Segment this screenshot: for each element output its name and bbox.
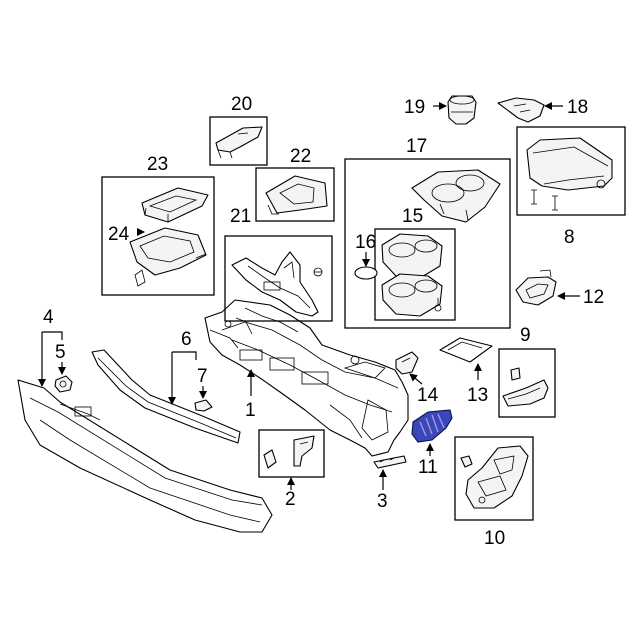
callout-4: 4: [43, 307, 54, 328]
callout-14: 14: [417, 385, 439, 406]
callout-6: 6: [181, 329, 192, 350]
callout-2: 2: [285, 489, 296, 510]
bezel-part-10[interactable]: [460, 445, 529, 509]
bracket-part-3[interactable]: [373, 455, 407, 469]
leader-lines: [38, 102, 580, 490]
shifter-surround-part-21[interactable]: [231, 251, 323, 317]
callout-7: 7: [197, 366, 208, 387]
callout-18: 18: [567, 97, 588, 118]
clip-part-7[interactable]: [194, 399, 213, 412]
storage-tray-part-23[interactable]: [141, 187, 209, 223]
box-part-10: [454, 436, 534, 521]
bracket-part-18[interactable]: [497, 97, 545, 123]
switch-part-14[interactable]: [395, 351, 419, 375]
callout-22: 22: [290, 146, 311, 167]
callout-9: 9: [520, 325, 531, 346]
callout-24: 24: [108, 224, 130, 245]
clip-part-5[interactable]: [54, 375, 73, 393]
callout-21: 21: [230, 206, 251, 227]
tray-part-12[interactable]: [515, 269, 557, 306]
box-part-2: [258, 429, 325, 478]
bezel-part-22[interactable]: [265, 175, 328, 215]
trim-part-9[interactable]: [502, 367, 549, 407]
box-part-23: [101, 176, 215, 296]
callout-10: 10: [484, 528, 505, 549]
callout-5: 5: [55, 342, 66, 363]
callout-23: 23: [147, 154, 168, 175]
armrest-bolts: [531, 189, 558, 211]
callout-13: 13: [467, 385, 488, 406]
box-part-8: [516, 126, 626, 216]
callout-3: 3: [377, 491, 388, 512]
box-part-22: [255, 167, 335, 222]
callout-1: 1: [245, 400, 256, 421]
box-part-17: [344, 158, 511, 329]
grille-body[interactable]: [411, 409, 453, 443]
trim-pieces-part-2[interactable]: [263, 435, 315, 469]
callout-20: 20: [231, 94, 252, 115]
cup-holder-insert-part-15[interactable]: [381, 233, 443, 317]
callout-17: 17: [406, 136, 427, 157]
callout-16: 16: [355, 232, 376, 253]
armrest-lid-part-8[interactable]: [526, 137, 613, 191]
ring-part-16[interactable]: [354, 266, 378, 280]
callout-19: 19: [404, 97, 425, 118]
callout-15: 15: [402, 206, 423, 227]
cup-holder-upper-part-17[interactable]: [411, 169, 501, 223]
callout-labels: 1 2 3 4 5 6 7 8 9 10 11 12 13 14 15 16 1…: [43, 94, 604, 549]
box-part-9: [498, 348, 556, 418]
tray-mat-part-13[interactable]: [439, 337, 493, 363]
callout-12: 12: [583, 287, 604, 308]
knob-part-19[interactable]: [447, 95, 477, 125]
side-strip-part-6[interactable]: [91, 349, 241, 444]
box-part-21: [224, 235, 333, 322]
callout-11: 11: [418, 457, 438, 478]
callout-8: 8: [564, 227, 575, 248]
box-part-20: [209, 116, 268, 166]
side-trim-panel-part-4[interactable]: [17, 379, 273, 533]
grille-part-11-highlighted[interactable]: [411, 409, 453, 443]
trim-part-20[interactable]: [215, 126, 263, 159]
box-part-15: [374, 228, 456, 321]
storage-bin-part-24[interactable]: [129, 227, 207, 287]
